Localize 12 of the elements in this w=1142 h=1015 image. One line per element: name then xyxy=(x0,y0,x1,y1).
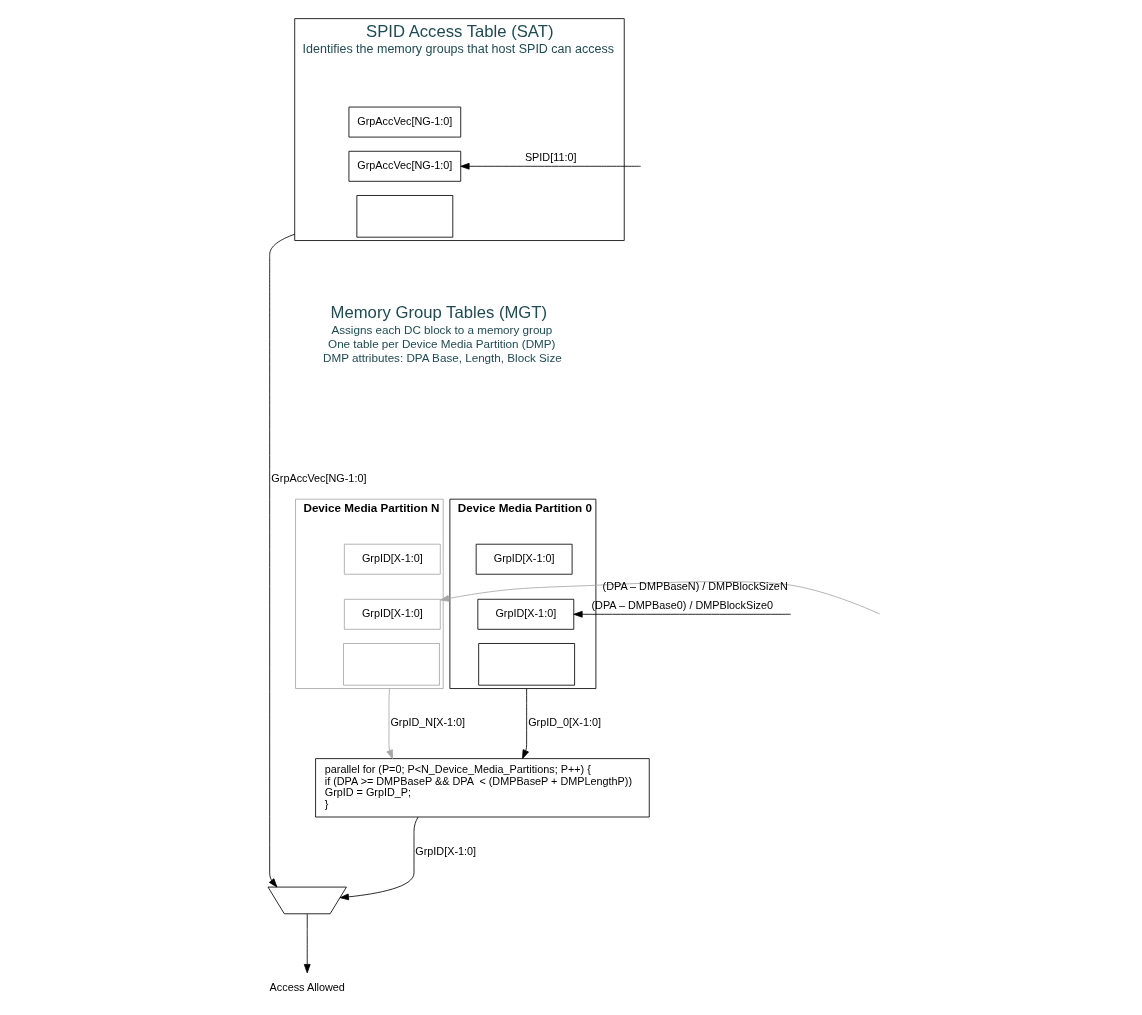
edge-label: (DPA – DMPBaseN) / DMPBlockSizeN xyxy=(602,579,788,592)
edge-label: GrpID_N[X-1:0] xyxy=(390,716,466,729)
edge-label: GrpID[X-1:0] xyxy=(415,844,477,857)
label: DMP attributes: DPA Base, Length, Block Size xyxy=(323,351,562,365)
label: Memory Group Tables (MGT) xyxy=(330,302,548,322)
label: One table per Device Media Partition (DMP) xyxy=(328,336,556,350)
node-text: Access Allowed xyxy=(269,980,345,993)
edge-label: GrpID_0[X-1:0] xyxy=(528,716,602,729)
edge-label: SPID[11:0] xyxy=(524,150,577,163)
edge-label: GrpAccVec[NG-1:0] xyxy=(271,471,367,484)
label: Assigns each DC block to a memory group xyxy=(331,322,553,336)
edge-label: (DPA – DMPBase0) / DMPBlockSize0 xyxy=(591,598,774,611)
